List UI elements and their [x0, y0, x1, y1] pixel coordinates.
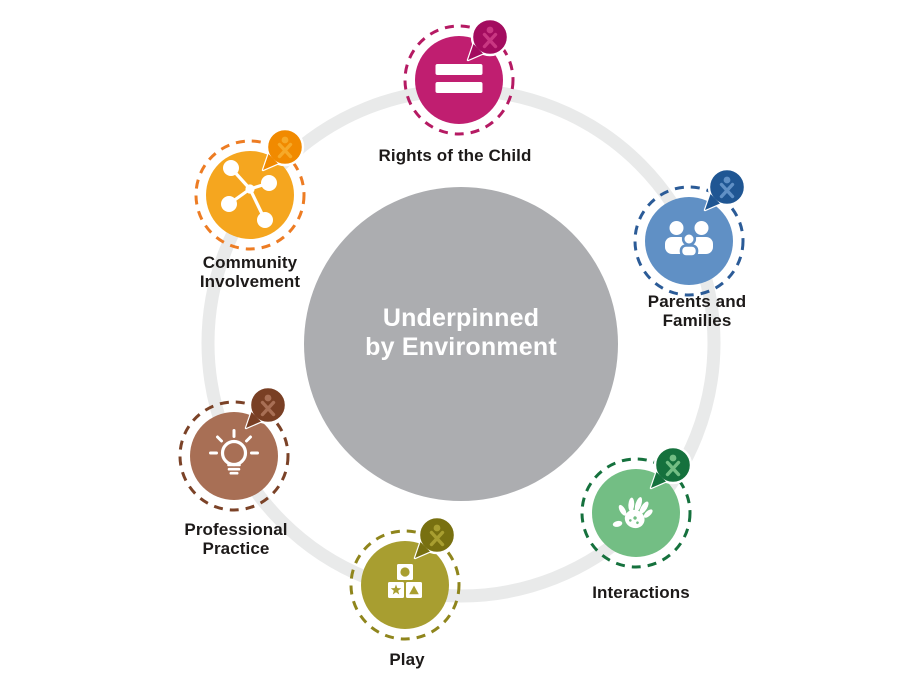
dashed-ring — [633, 185, 745, 297]
center-label: Underpinned by Environment — [365, 304, 557, 361]
node-professional-practice — [178, 385, 290, 512]
blocks-icon — [388, 564, 422, 598]
node-interactions — [580, 445, 693, 569]
dashed-ring — [580, 457, 692, 569]
node-label-rights-of-the-child: Rights of the Child — [378, 146, 532, 165]
node-label-interactions: Interactions — [592, 583, 690, 602]
network-icon — [221, 160, 277, 228]
speech-bubble — [703, 167, 747, 212]
speech-bubble — [244, 385, 288, 430]
node-label-parents-and-families: Parents and Families — [647, 292, 747, 330]
lightbulb-icon — [209, 429, 259, 475]
node-label-play: Play — [389, 650, 425, 669]
dashed-ring — [403, 24, 515, 136]
speech-bubble — [466, 17, 510, 62]
handprint-icon — [612, 497, 653, 529]
speech-bubble — [261, 127, 305, 172]
child-figure-icon — [260, 394, 276, 417]
family-icon — [665, 221, 713, 258]
node-circle — [415, 36, 503, 124]
node-parents-and-families — [633, 167, 747, 297]
dashed-ring — [349, 529, 461, 641]
speech-bubble — [413, 515, 457, 560]
child-figure-icon — [719, 176, 735, 199]
child-figure-icon — [665, 454, 681, 477]
node-rights-of-the-child — [403, 17, 515, 136]
node-circle — [190, 412, 278, 500]
center-circle — [304, 187, 618, 501]
dashed-ring — [194, 139, 306, 251]
child-figure-icon — [482, 26, 498, 49]
child-figure-icon — [277, 136, 293, 159]
node-community-involvement — [194, 127, 306, 251]
node-label-community-involvement: Community Involvement — [199, 253, 301, 291]
dashed-ring — [178, 400, 290, 512]
speech-bubble — [649, 445, 693, 490]
equals-icon — [435, 64, 483, 93]
node-play — [349, 515, 461, 641]
node-circle — [361, 541, 449, 629]
node-label-professional-practice: Professional Practice — [184, 520, 288, 558]
child-figure-icon — [429, 524, 445, 547]
